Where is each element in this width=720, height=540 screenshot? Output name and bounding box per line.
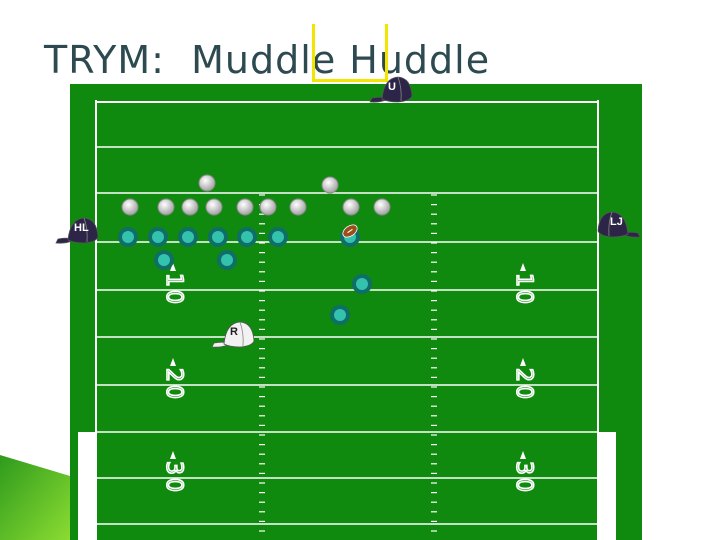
yard-number: 30 [161,461,186,495]
yard-number: 10 [161,273,186,307]
defensive-player [236,198,254,216]
offensive-player-center [158,254,170,266]
defensive-player [198,174,216,192]
field-turf [70,84,642,540]
left-sideline-strip [78,432,96,540]
direction-arrow [520,263,526,271]
slide-title: TRYM: Muddle Huddle [44,38,491,82]
official-label: U [388,81,396,93]
yard-lines [96,101,598,525]
highlight-box [312,24,388,82]
official-label: LJ [610,216,623,228]
direction-arrow [520,451,526,459]
defensive-player [157,198,175,216]
football-icon [342,224,358,238]
official-label: R [230,326,238,338]
right-sideline-strip [598,432,616,540]
cap-icon [597,211,641,238]
players [118,174,391,325]
direction-arrow [170,263,176,271]
defensive-player [373,198,391,216]
yard-number: 30 [511,461,536,495]
offensive-player-center [122,231,134,243]
defensive-player [259,198,277,216]
offensive-player-center [334,309,346,321]
defensive-player [342,198,360,216]
yard-number: 20 [511,368,536,402]
yard-number-group: 10 10 20 20 30 30 [160,263,537,496]
cap-icon [55,217,99,244]
slide-corner-decoration [0,455,70,540]
official-label: HL [74,222,89,234]
cap-icon [211,321,255,348]
defensive-player [289,198,307,216]
defensive-player [321,176,339,194]
cap-icon [369,76,413,103]
yard-number: 10 [511,273,536,307]
offensive-player-center [356,278,368,290]
offensive-player-center [212,231,224,243]
offensive-player-center [272,231,284,243]
umpire-cap: U [368,72,414,106]
direction-arrow [170,451,176,459]
line-judge-cap: LJ [596,207,642,241]
head-linesman-cap: HL [54,213,100,247]
defensive-player [121,198,139,216]
offensive-player-center [152,231,164,243]
referee-cap: R [210,317,256,351]
hash-marks [259,194,437,532]
yard-number: 20 [161,368,186,402]
offensive-player-center [241,231,253,243]
defensive-player [181,198,199,216]
offensive-player-center [221,254,233,266]
direction-arrow [520,358,526,366]
offensive-player-center [182,231,194,243]
direction-arrow [170,358,176,366]
defensive-player [205,198,223,216]
